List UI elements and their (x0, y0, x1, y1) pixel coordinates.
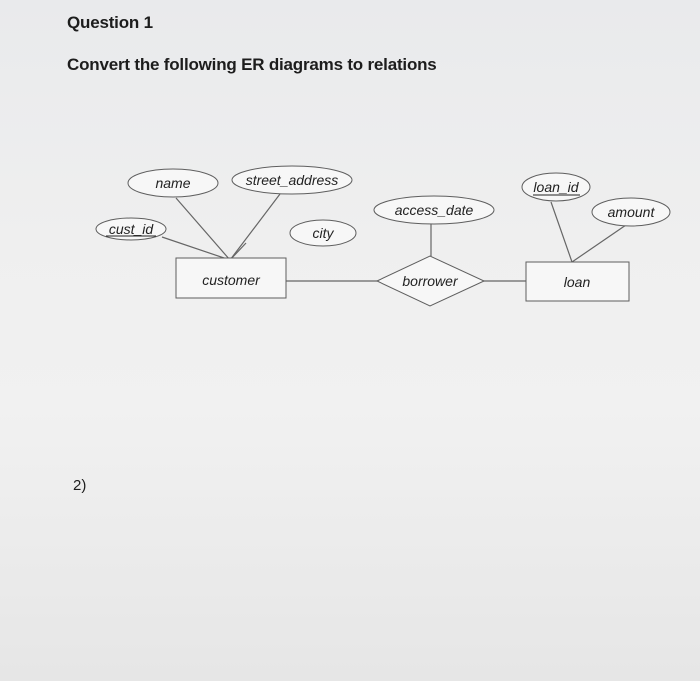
attribute-street_address: street_address (231, 165, 353, 195)
attribute-name: name (127, 168, 219, 198)
attribute-city-label: city (313, 225, 335, 241)
attribute-street_address-label: street_address (246, 172, 339, 188)
attribute-amount-label: amount (608, 204, 656, 220)
attribute-cust_id-label: cust_id (109, 221, 155, 237)
attribute-loan_id-label: loan_id (533, 179, 579, 195)
entity-customer: customer (175, 257, 287, 299)
attribute-name-label: name (155, 175, 190, 191)
link-loan_id-loan (550, 201, 573, 263)
link-name-customer (175, 197, 231, 261)
entity-loan-label: loan (564, 274, 591, 290)
entity-customer-label: customer (202, 272, 261, 288)
relationship-borrower-label: borrower (402, 273, 459, 289)
attribute-cust_id: cust_id (95, 217, 167, 241)
relationship-borrower: borrower (375, 255, 486, 307)
diagram-links (161, 193, 627, 282)
link-amount-loan (571, 224, 627, 263)
link-street_address-customer (229, 193, 281, 261)
attribute-amount: amount (591, 197, 671, 227)
entity-loan: loan (525, 261, 630, 302)
attribute-access_date-label: access_date (395, 202, 474, 218)
attribute-loan_id: loan_id (521, 172, 591, 202)
link-cust_id-customer (161, 236, 231, 261)
question-title: Question 1 (67, 13, 153, 32)
question-prompt: Convert the following ER diagrams to rel… (67, 55, 437, 74)
attribute-city: city (289, 219, 357, 247)
link-city-customer (229, 242, 247, 261)
part-number: 2) (73, 477, 87, 494)
attribute-access_date: access_date (373, 195, 495, 225)
